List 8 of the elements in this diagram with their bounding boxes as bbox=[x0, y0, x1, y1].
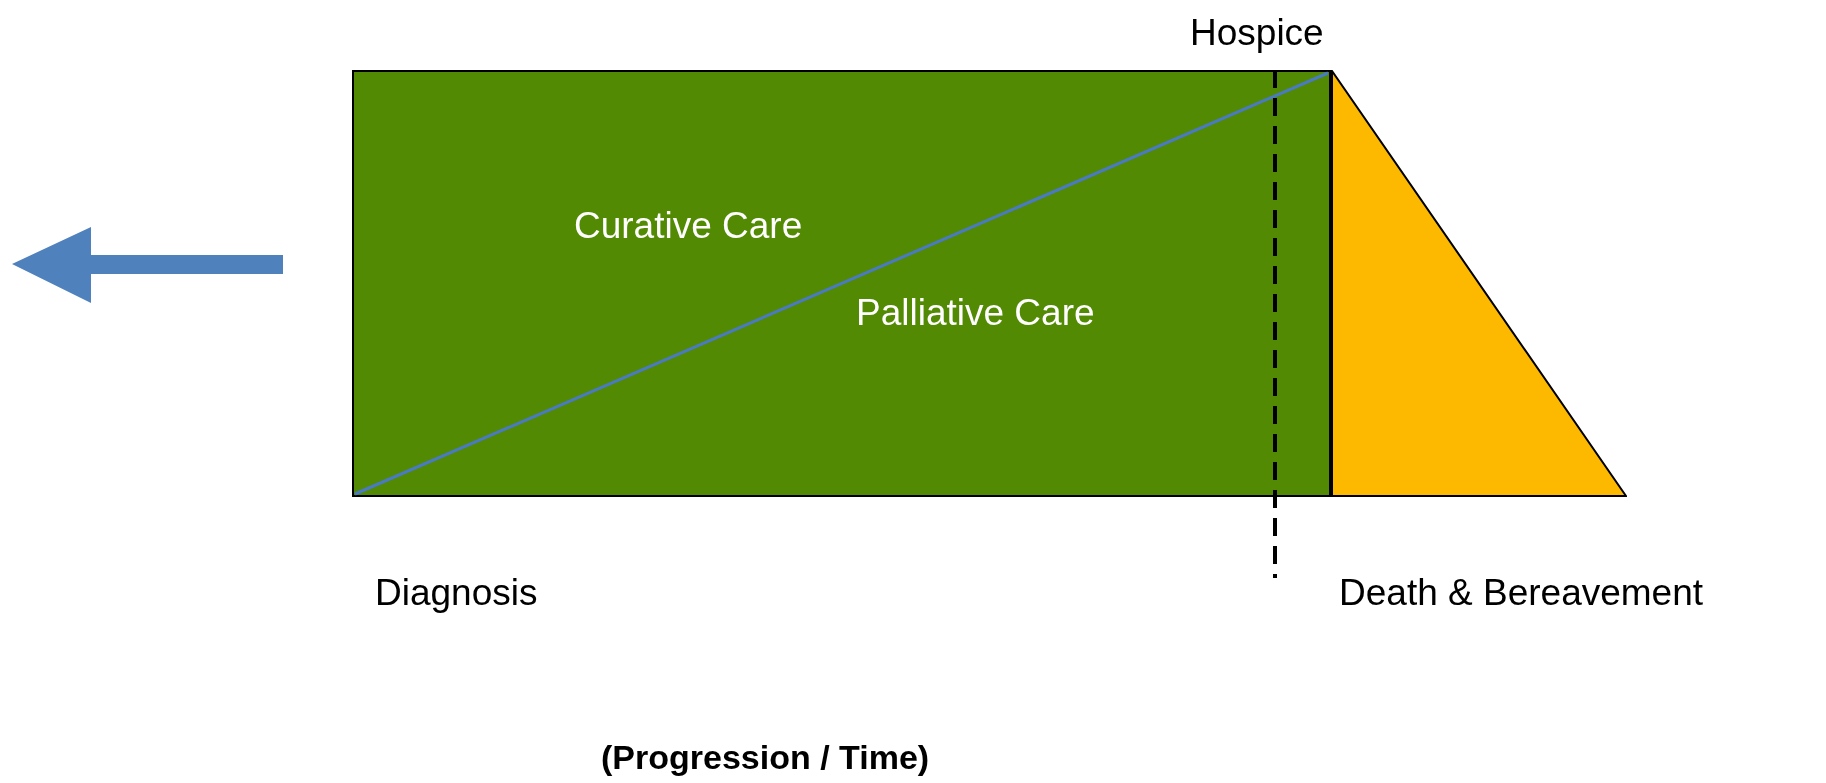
care-area-box bbox=[352, 70, 1331, 497]
care-label: Palliative Care bbox=[856, 292, 1095, 335]
axis-caption: (Progression / Time) bbox=[601, 738, 930, 778]
stage-label: Hospice bbox=[1190, 12, 1324, 55]
stage-label: Death & Bereavement bbox=[1339, 572, 1704, 615]
stage-label: Diagnosis bbox=[375, 572, 538, 615]
hospice-triangle bbox=[1331, 70, 1627, 497]
care-label: Curative Care bbox=[574, 205, 803, 248]
